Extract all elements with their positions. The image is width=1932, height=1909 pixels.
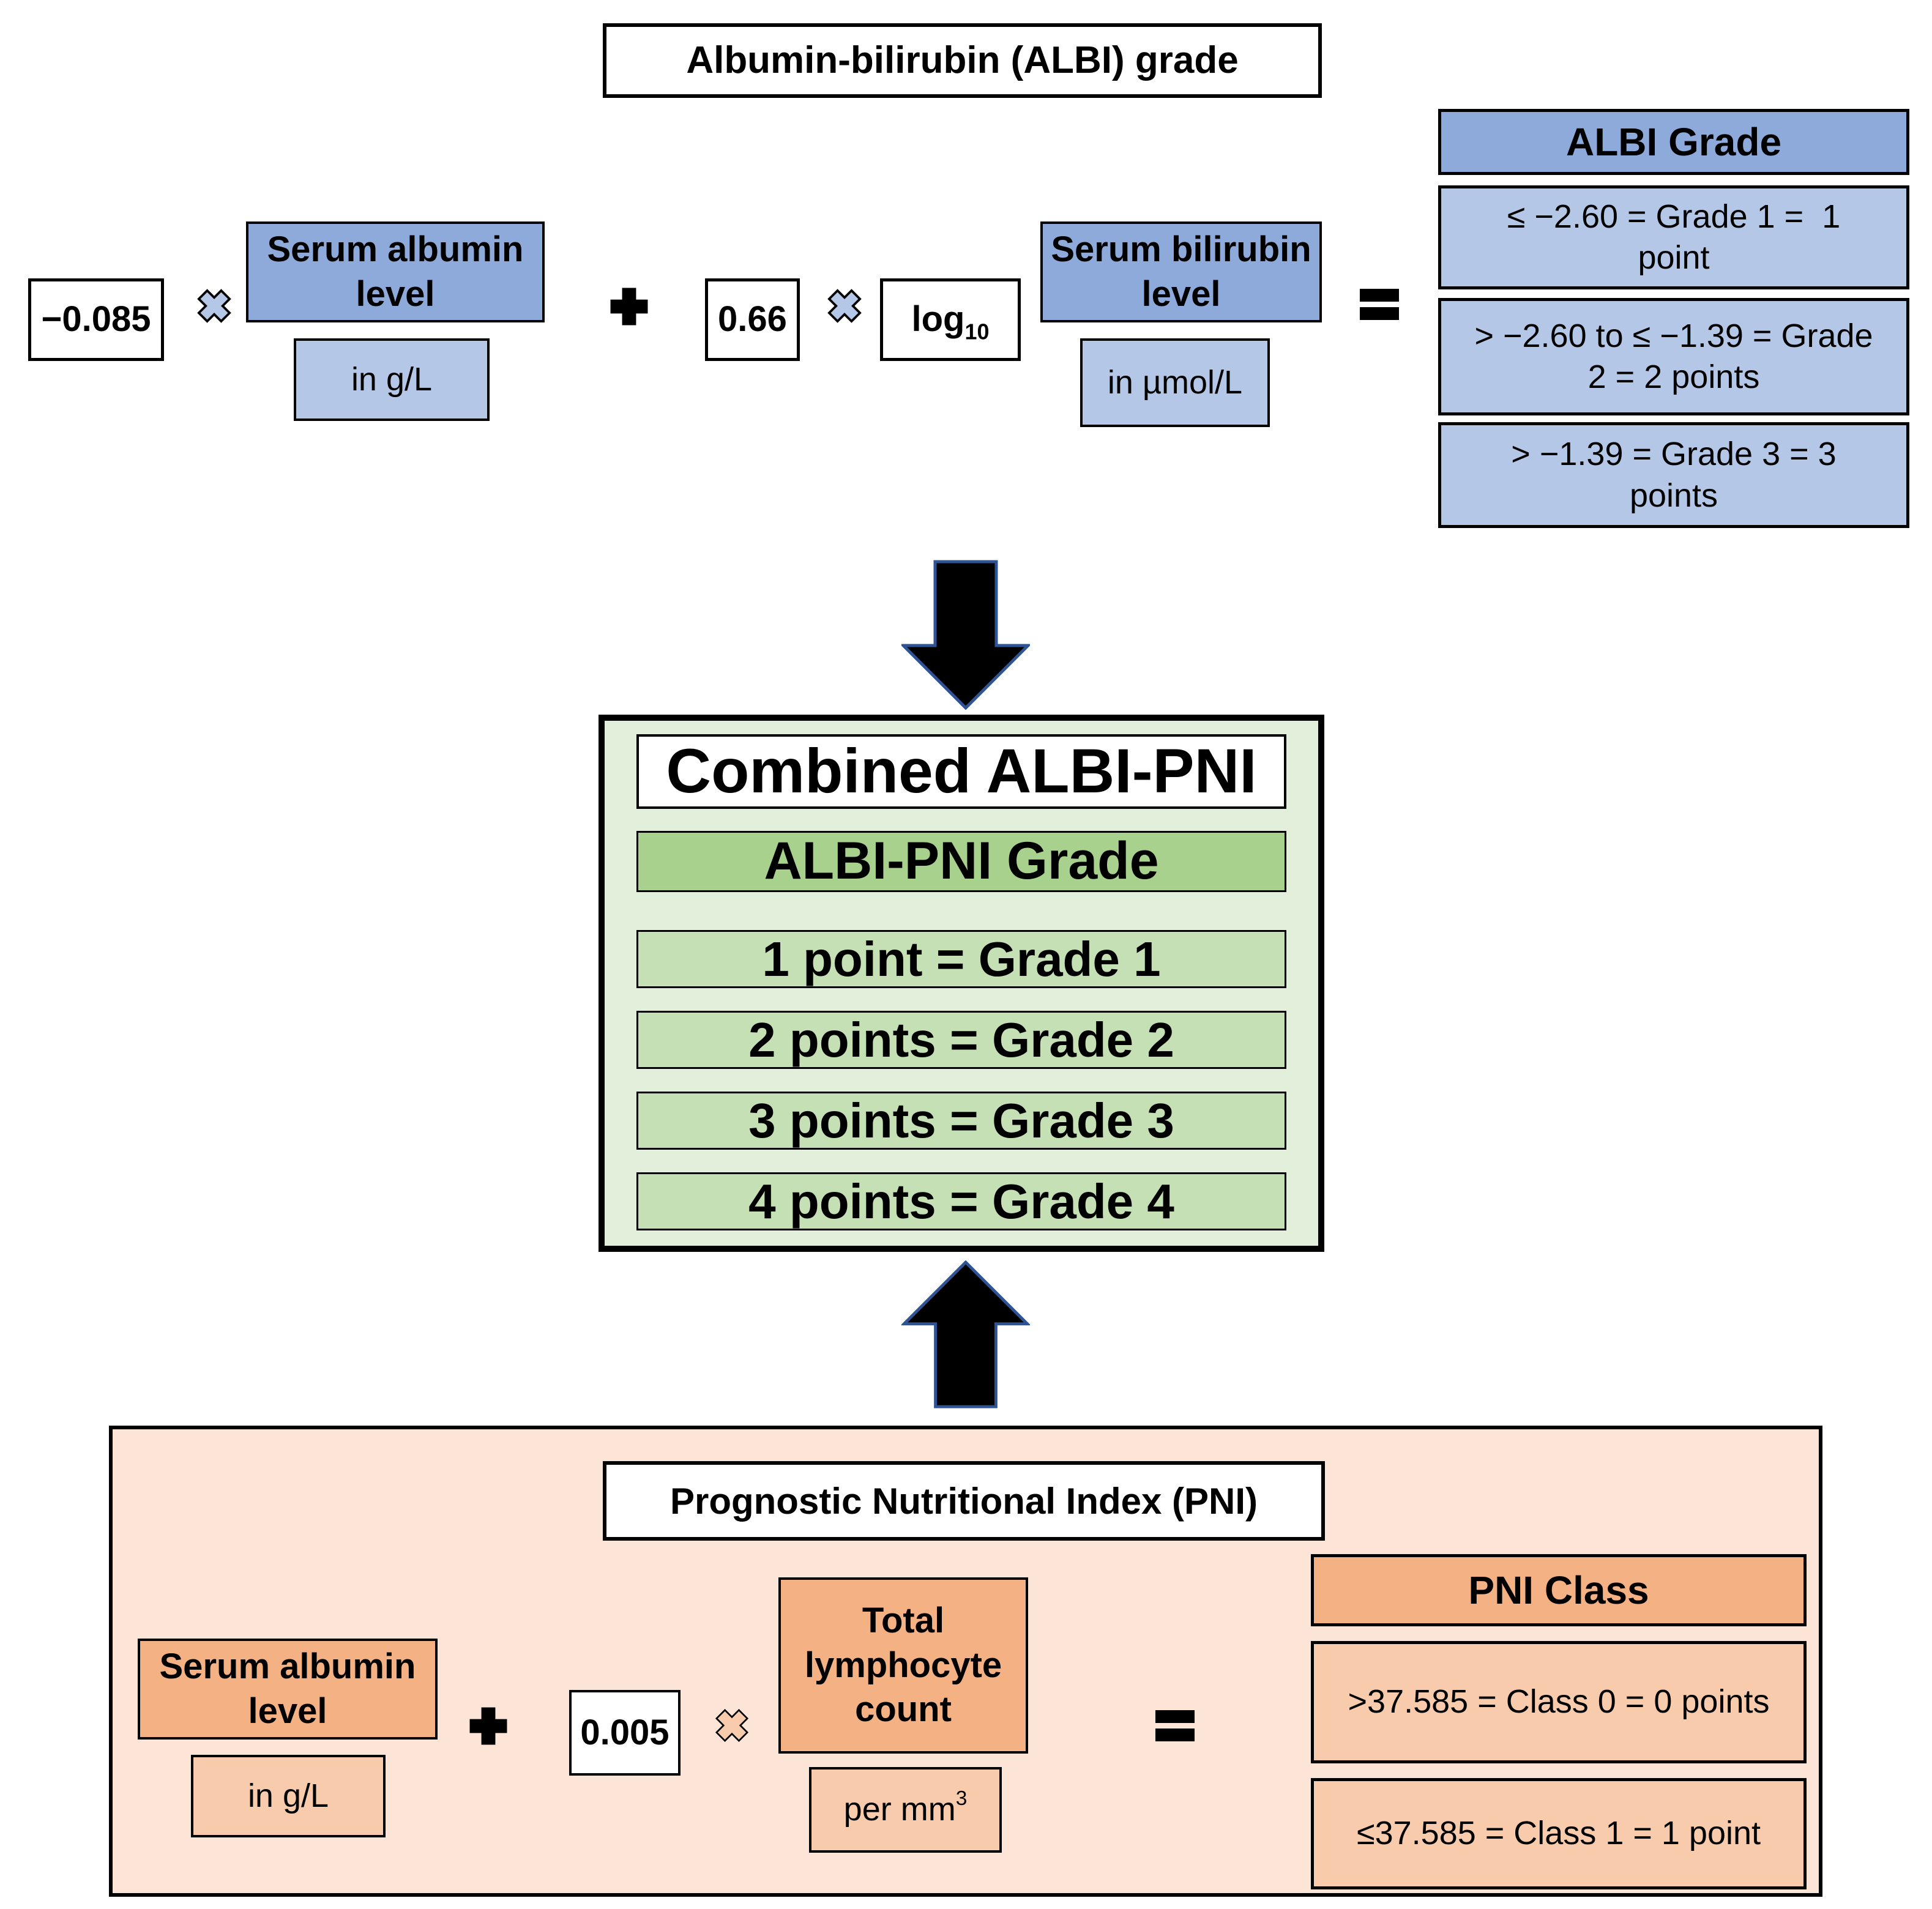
albi-bilirubin-unit: in µmol/L	[1107, 363, 1243, 401]
albi-grade-header: ALBI Grade	[1438, 109, 1909, 175]
albi-bilirubin-unit-box: in µmol/L	[1080, 338, 1270, 427]
albi-title-box: Albumin-bilirubin (ALBI) grade	[603, 23, 1322, 98]
arrow-up-icon	[901, 1260, 1030, 1408]
plus-icon	[610, 288, 648, 326]
albi-albumin-unit: in g/L	[351, 360, 433, 398]
albi-coefficient1: −0.085	[41, 299, 151, 340]
albi-albumin-unit-box: in g/L	[294, 338, 490, 421]
pni-lymphocyte-box: Total lymphocyte count	[778, 1577, 1028, 1754]
albi-serum-bilirubin-label: Serum bilirubin level	[1051, 229, 1311, 314]
albi-serum-bilirubin-box: Serum bilirubin level	[1040, 221, 1322, 322]
pni-serum-albumin-label: Serum albumin level	[159, 1647, 416, 1731]
albi-grade-row-2: > −2.60 to ≤ −1.39 = Grade 2 = 2 points	[1438, 298, 1909, 415]
pni-albumin-unit-box: in g/L	[191, 1755, 386, 1837]
equals-icon	[1155, 1710, 1195, 1741]
combined-title: Combined ALBI-PNI	[666, 736, 1257, 806]
pni-title-box: Prognostic Nutritional Index (PNI)	[603, 1461, 1325, 1541]
pni-coefficient-box: 0.005	[569, 1690, 681, 1776]
albi-grade-row-1: ≤ −2.60 = Grade 1 = 1 point	[1438, 185, 1909, 289]
combined-title-box: Combined ALBI-PNI	[636, 734, 1286, 809]
albi-grade-row-3: > −1.39 = Grade 3 = 3 points	[1438, 422, 1909, 528]
multiply-icon	[715, 1708, 749, 1743]
albi-coefficient2: 0.66	[718, 299, 787, 340]
combined-grade-row-1: 1 point = Grade 1	[636, 930, 1286, 988]
albi-coefficient2-box: 0.66	[705, 278, 800, 361]
plus-icon	[469, 1707, 507, 1745]
albi-coefficient1-box: −0.085	[28, 278, 164, 361]
equals-icon	[1360, 289, 1399, 320]
albi-serum-albumin-box: Serum albumin level	[246, 221, 545, 322]
combined-grade-header: ALBI-PNI Grade	[636, 831, 1286, 892]
combined-grade-row-3: 3 points = Grade 3	[636, 1092, 1286, 1150]
pni-class-row-2: ≤37.585 = Class 1 = 1 point	[1311, 1778, 1807, 1889]
multiply-icon	[827, 289, 862, 323]
arrow-down-icon	[901, 560, 1030, 710]
pni-class-row-1: >37.585 = Class 0 = 0 points	[1311, 1641, 1807, 1763]
pni-class-header: PNI Class	[1311, 1554, 1807, 1626]
albi-serum-albumin-label: Serum albumin level	[267, 229, 524, 314]
multiply-icon	[197, 289, 231, 323]
pni-coefficient: 0.005	[580, 1712, 669, 1752]
pni-title: Prognostic Nutritional Index (PNI)	[669, 1480, 1258, 1522]
albi-title: Albumin-bilirubin (ALBI) grade	[686, 39, 1239, 82]
pni-lymphocyte-label: Total lymphocyte count	[804, 1601, 1002, 1730]
pni-albumin-unit: in g/L	[247, 1777, 329, 1814]
combined-grade-row-4: 4 points = Grade 4	[636, 1172, 1286, 1230]
combined-grade-row-2: 2 points = Grade 2	[636, 1011, 1286, 1069]
pni-serum-albumin-box: Serum albumin level	[138, 1639, 438, 1740]
